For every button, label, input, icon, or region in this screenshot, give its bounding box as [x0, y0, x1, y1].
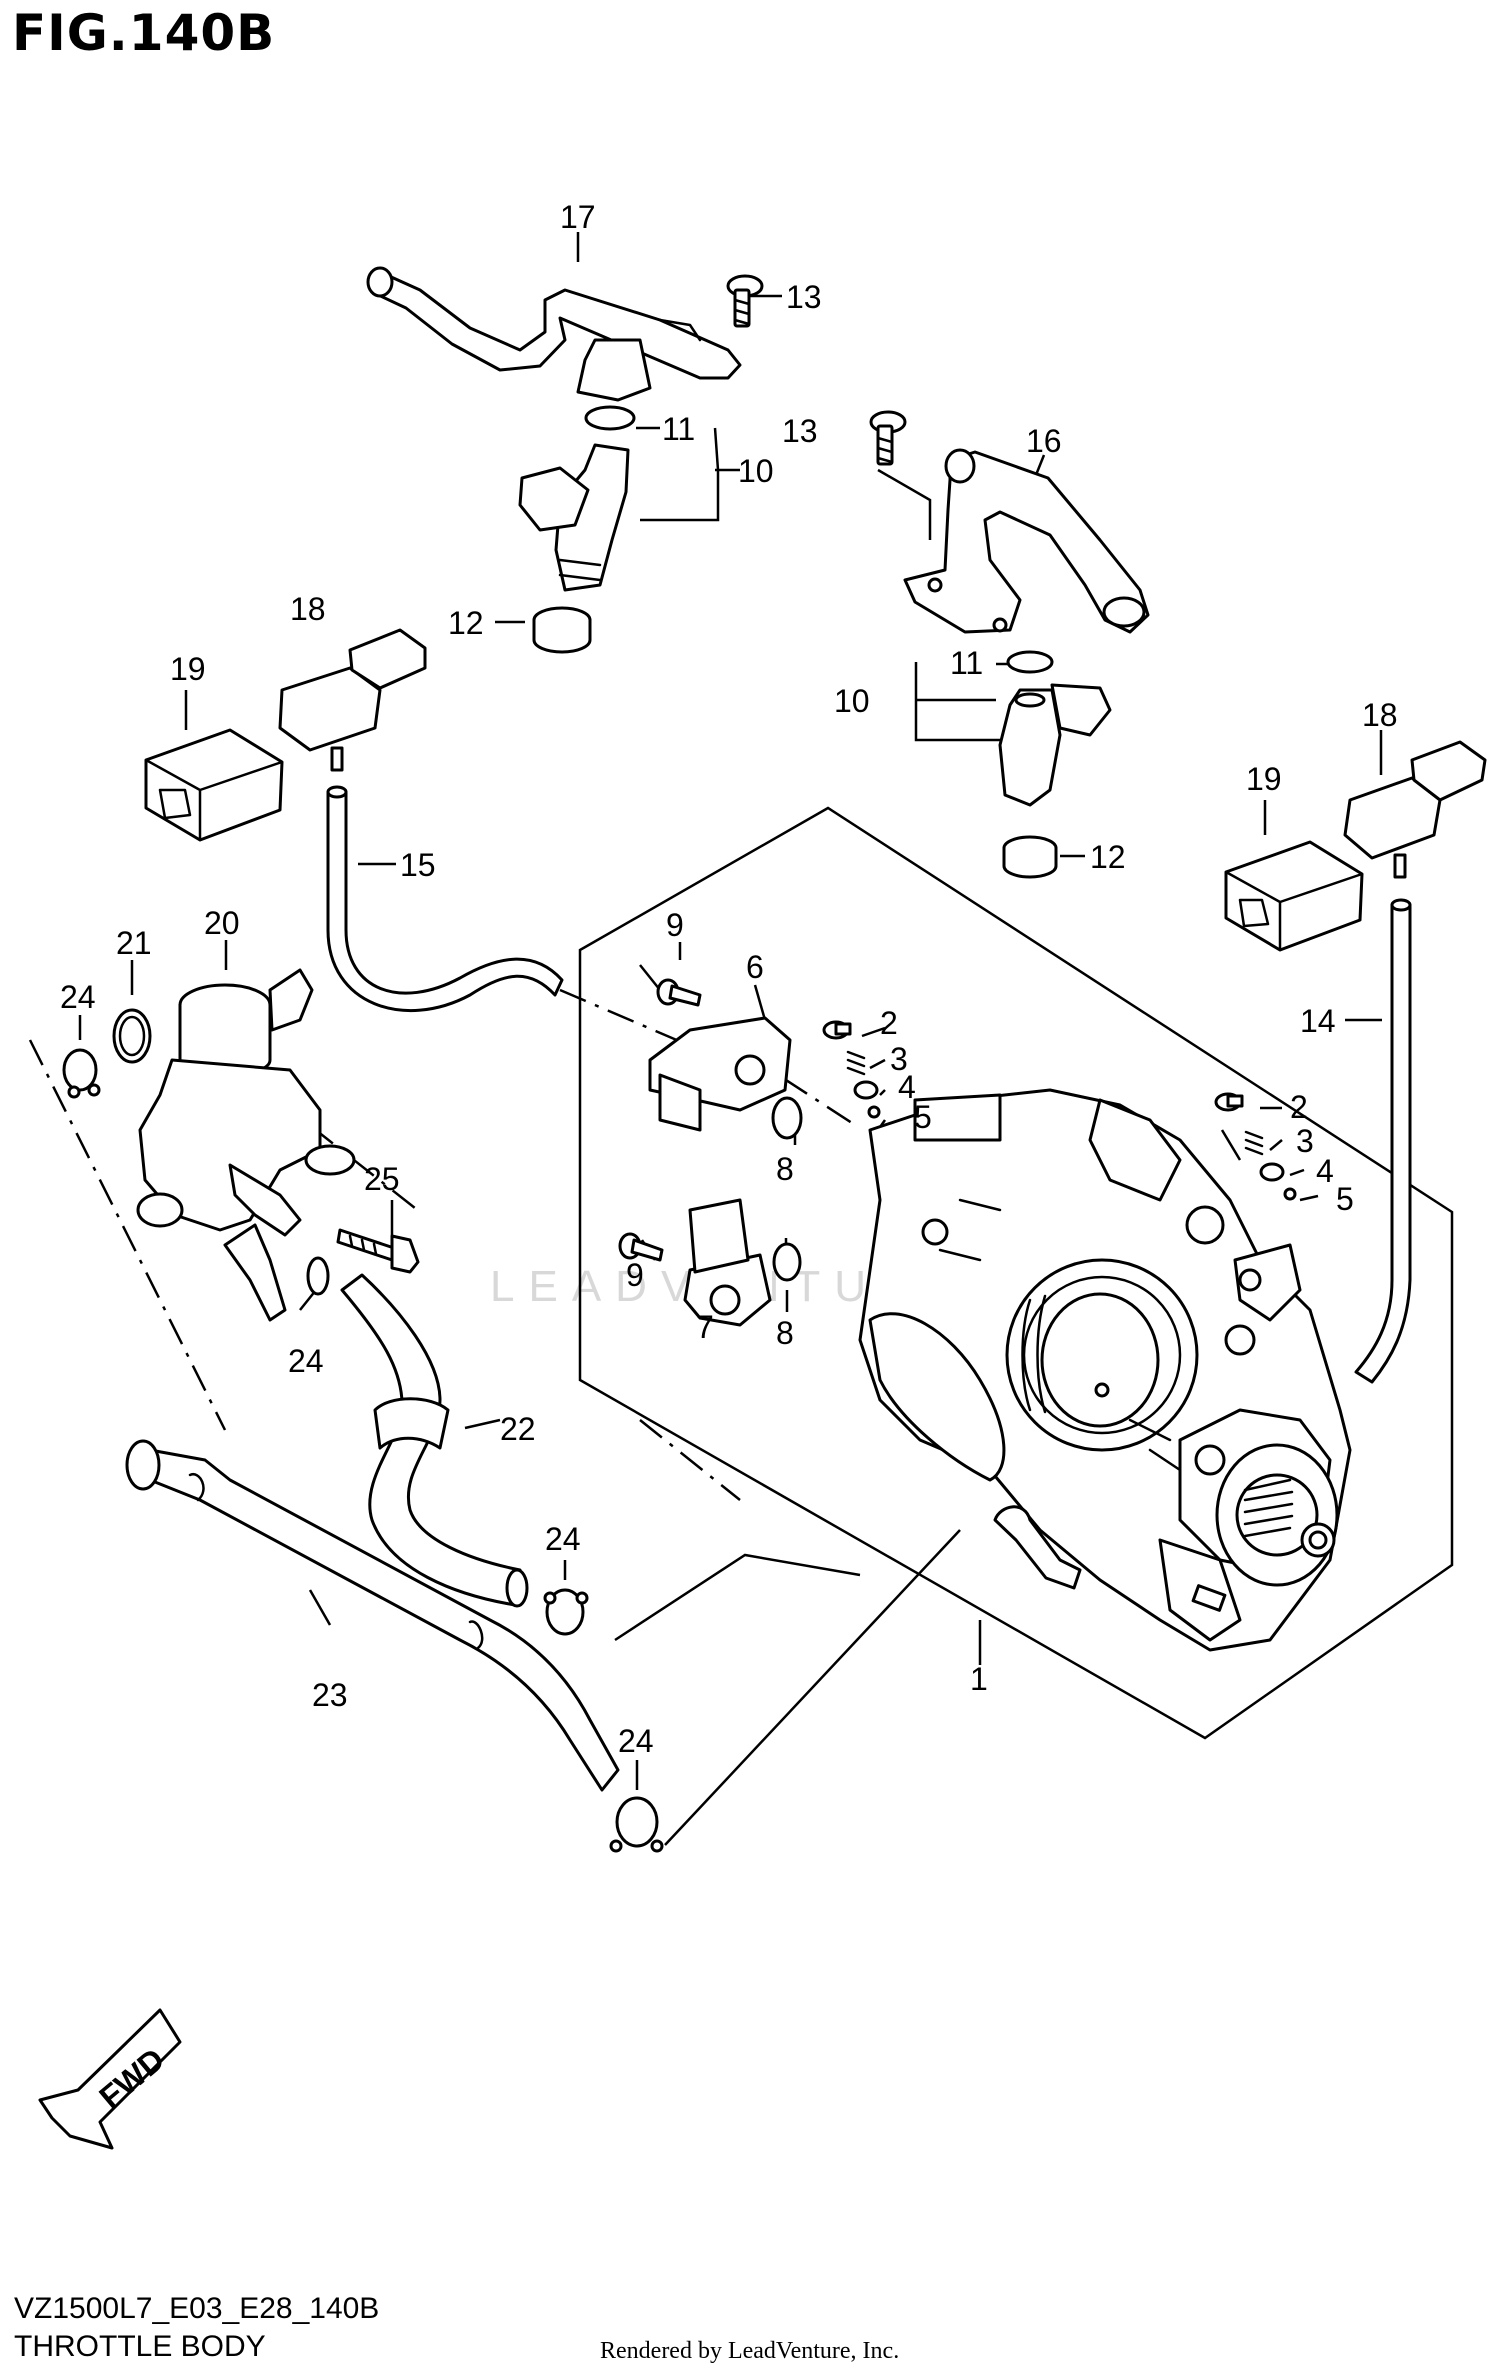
map-sensor-left: [278, 628, 427, 772]
callout-8: 8: [776, 1315, 794, 1351]
figure-title: FIG.140B: [12, 4, 276, 62]
spring-3-right: [1244, 1130, 1264, 1156]
callout-11: 11: [950, 645, 983, 681]
callout-6: 6: [746, 949, 764, 985]
screw-9-upper: [656, 978, 702, 1007]
seal-12-lower: [1002, 835, 1058, 879]
callout-2: 2: [1290, 1089, 1308, 1125]
callout-24: 24: [545, 1521, 581, 1557]
ball-5-left: [867, 1105, 881, 1119]
sensor-boot-left: [144, 728, 284, 842]
callout-18: 18: [290, 591, 326, 627]
washer-4-right: [1259, 1162, 1285, 1182]
callout-5: 5: [1336, 1181, 1354, 1217]
bolt-25: [336, 1228, 420, 1274]
sensor-boot-right: [1224, 840, 1364, 952]
idle-speed-control-valve: [136, 968, 356, 1322]
callout-7: 7: [696, 1309, 714, 1345]
ball-5-right: [1283, 1187, 1297, 1201]
model-code: VZ1500L7_E03_E28_140B: [14, 2292, 380, 2325]
spring-3-left: [846, 1050, 866, 1076]
callout-13: 13: [782, 413, 818, 449]
callout-9: 9: [626, 1257, 644, 1293]
fuel-injector-upper: [518, 443, 630, 592]
callout-11: 11: [662, 411, 695, 447]
callout-8: 8: [776, 1151, 794, 1187]
callout-18: 18: [1362, 697, 1398, 733]
callout-15: 15: [400, 847, 436, 883]
o-ring-11-lower: [1006, 650, 1054, 674]
callout-14: 14: [1300, 1003, 1336, 1039]
callout-19: 19: [170, 651, 206, 687]
fuel-delivery-pipe: [366, 266, 742, 402]
o-ring-11-upper: [584, 405, 636, 431]
callout-16: 16: [1026, 423, 1062, 459]
callout-21: 21: [116, 925, 152, 961]
callout-labels: 1 2 3 4 5 2 3 4 5 6 7 8 8 9 9 10 10 11 1…: [60, 199, 1398, 1759]
assembly-boundary: [578, 806, 1454, 1740]
callout-22: 22: [500, 1411, 536, 1447]
callout-24: 24: [618, 1723, 654, 1759]
callout-3: 3: [890, 1041, 908, 1077]
fuel-injector-lower: [998, 683, 1112, 807]
washer-4-left: [853, 1080, 879, 1100]
screw-2-right: [1214, 1092, 1244, 1112]
callout-20: 20: [204, 905, 240, 941]
map-sensor-right: [1343, 740, 1487, 879]
callout-17: 17: [560, 199, 596, 235]
callout-24: 24: [60, 979, 96, 1015]
callout-5: 5: [914, 1099, 932, 1135]
screw-2-left: [822, 1020, 852, 1040]
clamp-24-a: [62, 1048, 101, 1099]
callout-13: 13: [786, 279, 822, 315]
callout-1: 1: [970, 1661, 988, 1697]
clamp-24-b: [306, 1256, 330, 1296]
callout-10: 10: [834, 683, 870, 719]
render-credit: Rendered by LeadVenture, Inc.: [600, 2338, 900, 2364]
callout-3: 3: [1296, 1123, 1314, 1159]
vacuum-hose-14: [1354, 903, 1412, 1384]
section-name: THROTTLE BODY: [14, 2330, 266, 2363]
callout-9: 9: [666, 907, 684, 943]
o-ring-8-upper: [771, 1096, 803, 1140]
screw-13-middle: [869, 410, 907, 466]
clamp-24-c: [543, 1588, 589, 1636]
sensor-6: [648, 1016, 792, 1132]
callout-25: 25: [364, 1161, 400, 1197]
callout-2: 2: [880, 1005, 898, 1041]
clamp-24-d: [609, 1796, 664, 1853]
callout-12: 12: [448, 605, 484, 641]
callout-24: 24: [288, 1343, 324, 1379]
fuel-delivery-pipe-rear: [903, 448, 1150, 634]
sensor-7: [683, 1198, 772, 1327]
seal-12-upper: [532, 606, 592, 654]
callout-19: 19: [1246, 761, 1282, 797]
callout-23: 23: [312, 1677, 348, 1713]
callout-4: 4: [1316, 1153, 1334, 1189]
callout-10: 10: [738, 453, 774, 489]
o-ring-8-lower: [772, 1242, 802, 1282]
callout-12: 12: [1090, 839, 1126, 875]
vacuum-hose-15: [326, 790, 564, 1013]
forward-arrow-icon: FWD: [38, 2008, 182, 2150]
callout-4: 4: [898, 1069, 916, 1105]
screw-9-lower: [618, 1232, 664, 1262]
screw-13-top: [726, 274, 764, 328]
throttle-body-assembly: [858, 1088, 1352, 1652]
